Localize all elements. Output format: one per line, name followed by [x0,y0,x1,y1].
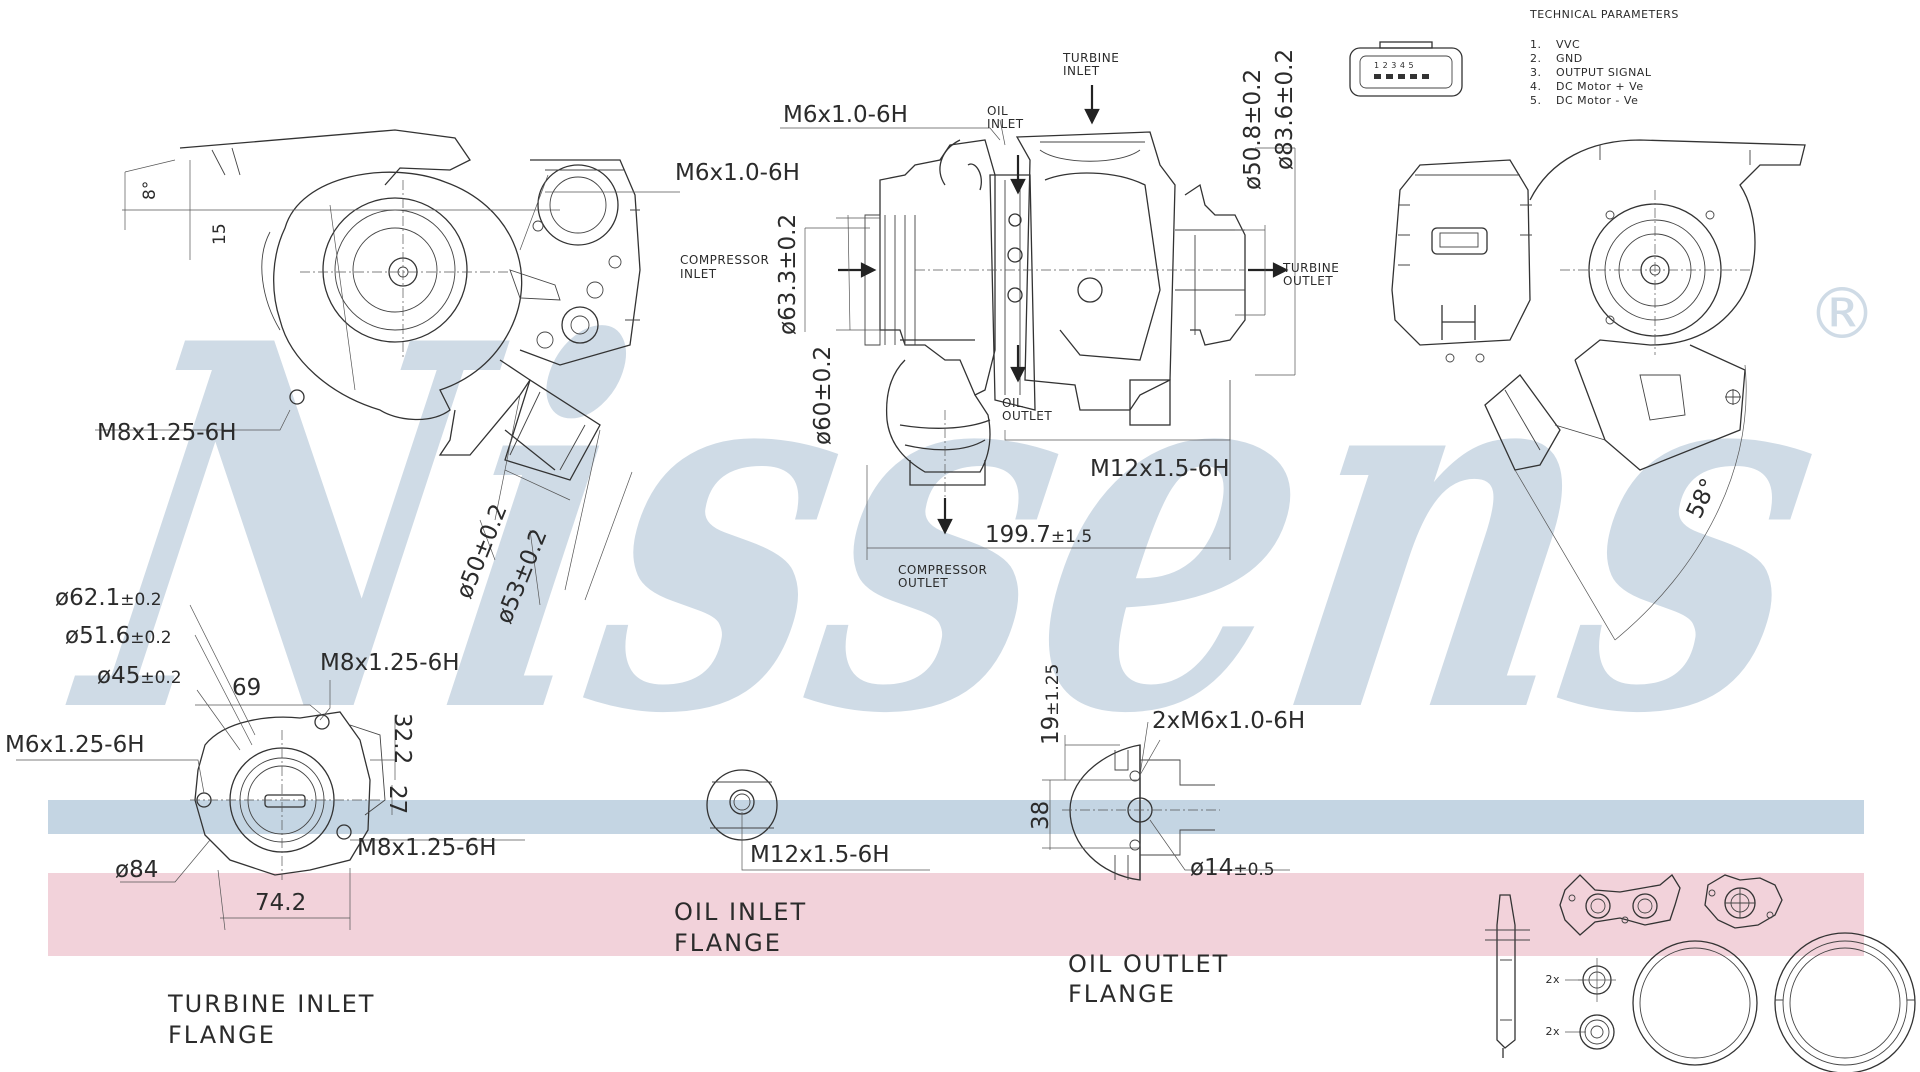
turbine-outlet-label-1: TURBINE [1282,261,1339,275]
registered-mark: ® [1807,273,1877,355]
dim-32-2-label: 32.2 [389,713,415,764]
thread-m6-side-label: M6x1.0-6H [783,102,908,128]
dia-62-1-tol: ±0.2 [120,590,161,610]
dia-83-6-label: ø83.6±0.2 [1272,49,1298,170]
thread-m6-flange-label: M6x1.25-6H [5,732,145,758]
compressor-inlet-label-1: COMPRESSOR [680,253,769,267]
dia-14-label: ø14±0.5 [1190,855,1275,881]
connector-pins [1374,74,1429,79]
thread-2xm6-label: 2xM6x1.0-6H [1152,708,1305,734]
param-5-num: 5. [1530,94,1542,107]
thread-m12-side-label: M12x1.5-6H [1090,456,1230,482]
thread-m6-left-label: M6x1.0-6H [675,160,800,186]
oil-inlet-label-2: INLET [987,117,1024,131]
dia-45-value: ø45 [97,663,140,689]
pink-band [48,873,1864,956]
param-3-text: OUTPUT SIGNAL [1556,66,1652,79]
param-1-num: 1. [1530,38,1542,51]
turbine-inlet-label-1: TURBINE [1062,51,1119,65]
oil-outlet-label-1: OIL [1002,396,1023,410]
dia-14-tol: ±0.5 [1233,860,1274,880]
dim-19-tol: ±1.25 [1043,664,1063,716]
oil-outlet-label-2: OUTLET [1002,409,1052,423]
compressor-outlet-label-1: COMPRESSOR [898,563,987,577]
dim-38-label: 38 [1028,801,1054,830]
thread-m12-flange-label: M12x1.5-6H [750,842,890,868]
turbine-inlet-label-2: INLET [1063,64,1100,78]
angle-8-label: 8° [140,181,160,200]
oil-outlet-title-1: OIL OUTLET [1068,950,1229,978]
param-2-text: GND [1556,52,1583,65]
dia-84-label: ø84 [115,857,158,883]
param-5-text: DC Motor - Ve [1556,94,1638,107]
parts-kit: 2x 2x [1485,874,1916,1072]
dim-74-2-label: 74.2 [255,890,306,916]
param-1-text: VVC [1556,38,1580,51]
param-4-num: 4. [1530,80,1542,93]
dia-14-value: ø14 [1190,855,1233,881]
oil-inlet-flange: M12x1.5-6H OIL INLET FLANGE [674,769,930,957]
dim-69-label: 69 [232,675,261,701]
thread-m8-bottom-label: M8x1.25-6H [357,835,497,861]
nut-qty-label: 2x [1545,1025,1560,1038]
connector-drawing: 1 2 3 4 5 [1349,41,1463,97]
param-4-text: DC Motor + Ve [1556,80,1644,93]
turbine-outlet-label-2: OUTLET [1283,274,1333,288]
dia-63-3-label: ø63.3±0.2 [775,214,801,335]
technical-parameters: TECHNICAL PARAMETERS 1. VVC 2. GND 3. OU… [1529,8,1679,107]
turbine-inlet-flange: ø62.1±0.2 ø51.6±0.2 ø45±0.2 69 M8x1.25-6… [5,585,525,1049]
thread-m8-mount-label: M8x1.25-6H [97,420,237,446]
dia-45-tol: ±0.2 [140,668,181,688]
length-label: 199.7±1.5 [985,522,1092,548]
dia-60-label: ø60±0.2 [810,346,836,445]
dia-62-1-label: ø62.1±0.2 [55,585,162,611]
turbine-flange-title-1: TURBINE INLET [167,990,375,1018]
syringe-icon [1485,894,1530,1058]
connector-pin-numbers: 1 2 3 4 5 [1374,61,1414,70]
length-tol: ±1.5 [1051,527,1092,547]
dia-50-8-label: ø50.8±0.2 [1240,69,1266,190]
dim-27-label: 27 [384,785,410,814]
dia-51-6-label: ø51.6±0.2 [65,623,172,649]
side-view: M6x1.0-6H M12x1.5-6H ø50.8±0.2 ø83.6±0.2… [680,49,1339,590]
dim-15-label: 15 [210,223,230,245]
flow-arrows [838,85,1289,535]
oil-inlet-label-1: OIL [987,104,1008,118]
oil-outlet-flange: 19±1.25 38 2xM6x1.0-6H ø14±0.5 OIL OUTLE… [1028,664,1305,1008]
right-view: 58° [1391,139,1806,641]
tech-params-title: TECHNICAL PARAMETERS [1529,8,1679,21]
turbine-flange-title-2: FLANGE [168,1021,276,1049]
dim-19-value: 19 [1038,716,1064,745]
param-3-num: 3. [1530,66,1542,79]
oil-outlet-title-2: FLANGE [1068,980,1176,1008]
ring-qty-label: 2x [1545,973,1560,986]
oil-inlet-title-1: OIL INLET [674,898,807,926]
param-2-num: 2. [1530,52,1542,65]
compressor-outlet-label-2: OUTLET [898,576,948,590]
dia-51-6-tol: ±0.2 [130,628,171,648]
length-value: 199.7 [985,522,1051,548]
dia-62-1-value: ø62.1 [55,585,120,611]
compressor-inlet-label-2: INLET [680,267,717,281]
dim-19-label: 19±1.25 [1038,664,1064,745]
dia-45-label: ø45±0.2 [97,663,182,689]
dia-51-6-value: ø51.6 [65,623,130,649]
brand-watermark: Nissens [43,236,1859,823]
oil-inlet-title-2: FLANGE [674,929,782,957]
thread-m8-top-label: M8x1.25-6H [320,650,460,676]
